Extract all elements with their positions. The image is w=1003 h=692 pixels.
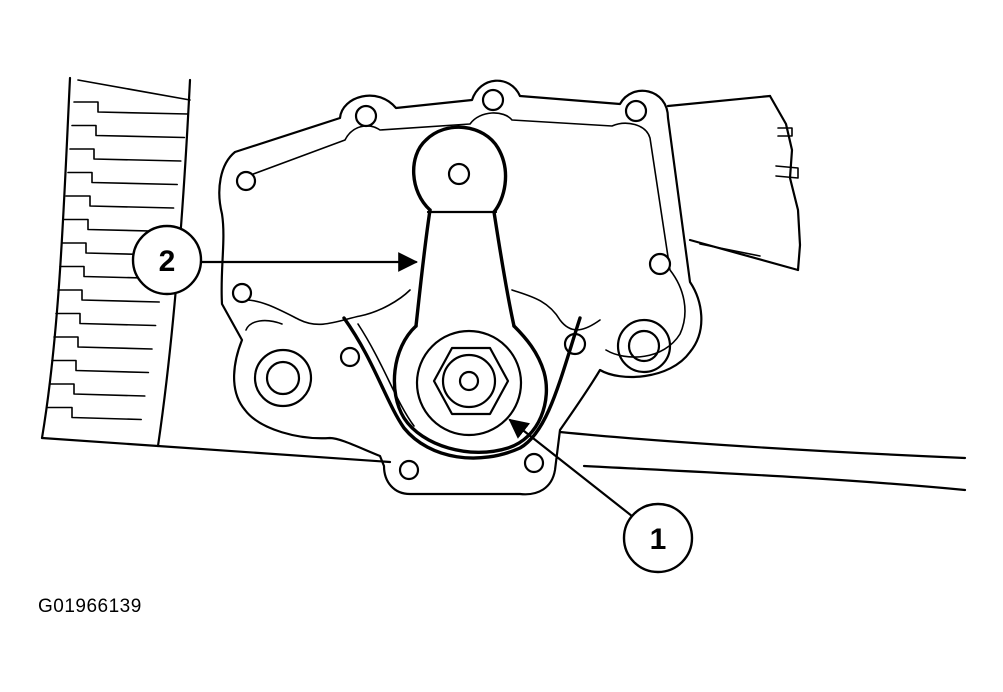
housing-fin bbox=[49, 383, 146, 397]
housing-fin bbox=[63, 218, 171, 233]
housing-fin bbox=[51, 359, 150, 374]
lever-guard bbox=[342, 316, 582, 460]
lever-retaining-nut bbox=[432, 346, 510, 416]
ribbed-housing bbox=[40, 76, 192, 448]
housing-fin bbox=[73, 101, 189, 115]
housing-fin bbox=[57, 289, 160, 303]
cover-plate bbox=[218, 79, 703, 496]
figure-id-label: G01966139 bbox=[38, 596, 142, 617]
callout-2-number: 2 bbox=[159, 245, 176, 278]
housing-fin bbox=[55, 312, 157, 327]
housing-fin bbox=[65, 195, 175, 209]
housing-fin bbox=[59, 265, 164, 280]
manual-shift-lever bbox=[392, 125, 549, 455]
housing-fin bbox=[61, 242, 168, 256]
bosses bbox=[253, 318, 672, 408]
housing-fin bbox=[71, 124, 186, 139]
housing-base-lines bbox=[40, 430, 967, 492]
callout-1-number: 1 bbox=[650, 523, 667, 556]
housing-fin bbox=[69, 148, 182, 162]
housing-fin bbox=[67, 171, 178, 186]
mounting-holes bbox=[231, 88, 672, 481]
callout-1: 1 bbox=[508, 418, 694, 574]
connector-housing bbox=[666, 94, 802, 272]
housing-fin bbox=[53, 336, 153, 350]
callout-2: 2 bbox=[131, 224, 418, 296]
housing-fin bbox=[47, 406, 142, 421]
